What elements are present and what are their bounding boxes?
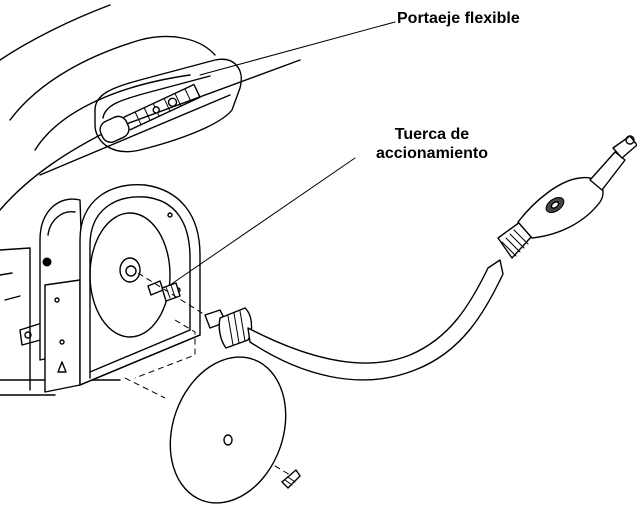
leader-lines <box>169 21 396 286</box>
drive-nut-label-line1: Tuerca de <box>394 126 470 143</box>
cover-screw <box>281 469 301 489</box>
shaft-holder-slot <box>94 58 242 153</box>
flexible-shaft-holder-label: Portaeje flexible <box>397 10 520 27</box>
flexible-shaft <box>204 135 637 381</box>
cover-disc <box>169 356 287 504</box>
drive-nut-label: Tuerca de accionamiento <box>355 125 509 163</box>
pulley-housing <box>39 184 201 393</box>
drive-nut-label-line2: accionamiento <box>375 145 489 162</box>
